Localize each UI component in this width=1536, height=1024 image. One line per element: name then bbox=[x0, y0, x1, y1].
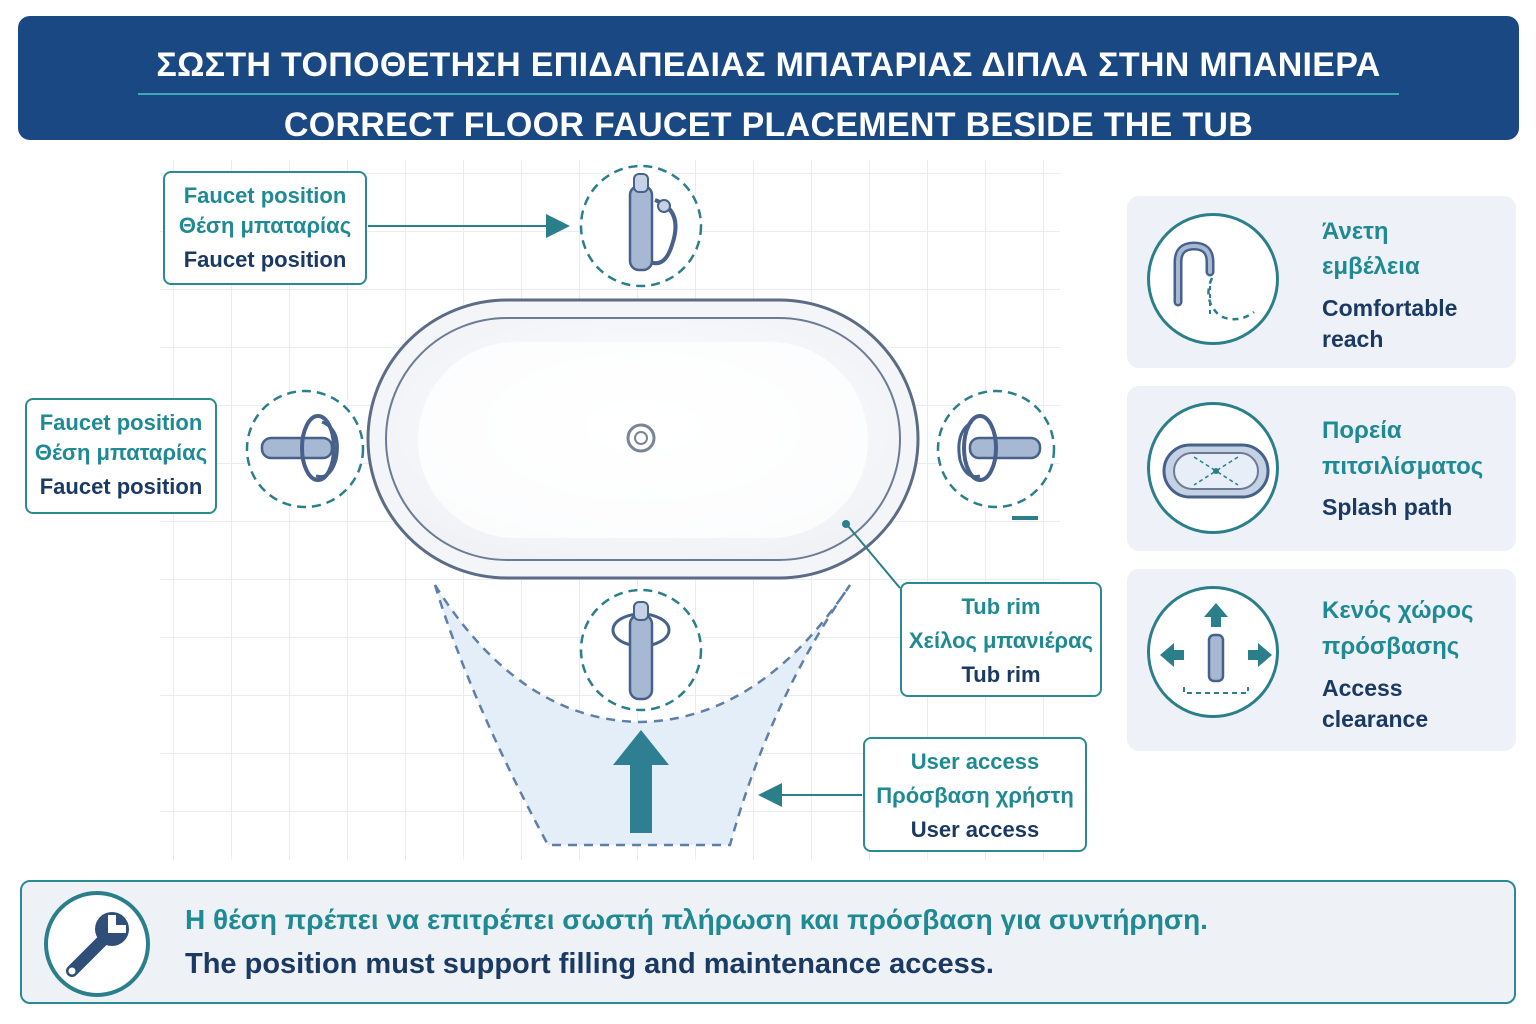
connector-tub-rim bbox=[847, 525, 901, 589]
title-banner: ΣΩΣΤΗ ΤΟΠΟΘΕΤΗΣΗ ΕΠΙΔΑΠΕΔΙΑΣ ΜΠΑΤΑΡΙΑΣ Δ… bbox=[18, 16, 1519, 144]
label-faucet-top: Faucet position Θέση μπαταρίας Faucet po… bbox=[163, 171, 367, 285]
access-arrow-icon bbox=[613, 730, 669, 833]
label-faucet-left: Faucet position Θέση μπαταρίας Faucet po… bbox=[25, 398, 217, 514]
bathtub bbox=[366, 298, 920, 580]
wrench-icon bbox=[44, 891, 150, 997]
title-divider bbox=[138, 93, 1399, 95]
label-user-access: User access Πρόσβαση χρήστη User access bbox=[863, 737, 1087, 852]
faucet-right-icon bbox=[936, 389, 1056, 520]
faucet-bottom-icon bbox=[579, 588, 703, 712]
note-greek: Η θέση πρέπει να επιτρέπει σωστή πλήρωση… bbox=[185, 904, 1208, 935]
maintenance-note: Η θέση πρέπει να επιτρέπει σωστή πλήρωση… bbox=[20, 880, 1516, 1004]
faucet-top-icon bbox=[579, 164, 703, 288]
note-english: The position must support filling and ma… bbox=[185, 948, 994, 980]
clearance-arrows-icon bbox=[1147, 586, 1279, 718]
panel-splash-path: Πορεία πιτσιλίσματος Splash path bbox=[1127, 386, 1516, 551]
drain-icon bbox=[626, 423, 656, 453]
faucet-left-icon bbox=[245, 389, 365, 509]
panel-access-clearance: Κενός χώρος πρόσβασης Access clearance bbox=[1127, 569, 1516, 751]
panel-comfortable-reach: Άνετη εμβέλεια Comfortable reach bbox=[1127, 196, 1516, 368]
spout-reach-icon bbox=[1147, 213, 1279, 345]
label-tub-rim: Tub rim Χείλος μπανιέρας Tub rim bbox=[900, 582, 1102, 697]
title-english: CORRECT FLOOR FAUCET PLACEMENT BESIDE TH… bbox=[283, 106, 1254, 144]
splash-tub-icon bbox=[1147, 402, 1279, 534]
user-access-zone bbox=[433, 584, 852, 847]
title-greek: ΣΩΣΤΗ ΤΟΠΟΘΕΤΗΣΗ ΕΠΙΔΑΠΕΔΙΑΣ ΜΠΑΤΑΡΙΑΣ Δ… bbox=[156, 46, 1381, 84]
